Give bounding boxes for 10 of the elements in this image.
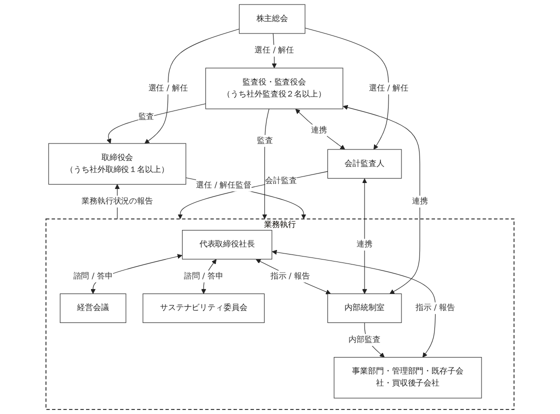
arrow bbox=[106, 103, 206, 144]
arrow bbox=[144, 28, 240, 144]
arrow bbox=[256, 259, 331, 294]
arrow bbox=[295, 108, 346, 150]
arrow bbox=[186, 178, 306, 220]
arrow bbox=[342, 105, 420, 294]
arrow bbox=[362, 178, 368, 294]
arrow bbox=[178, 171, 328, 220]
arrow bbox=[262, 108, 270, 220]
arrow bbox=[304, 28, 389, 150]
